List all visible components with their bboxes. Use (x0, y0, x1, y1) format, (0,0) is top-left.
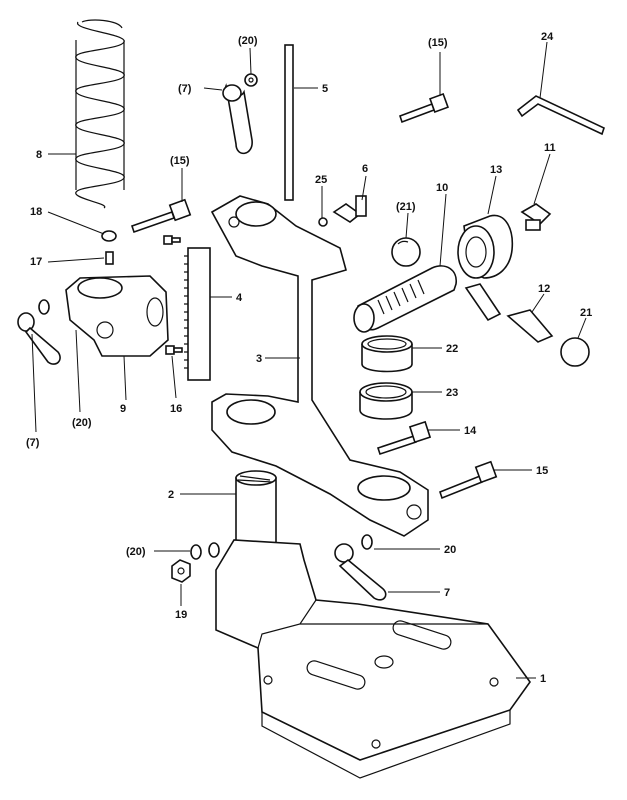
nut-part-18 (101, 230, 117, 242)
label-11: 11 (544, 142, 556, 154)
label-19: 19 (175, 609, 187, 621)
label-18: 18 (30, 206, 42, 218)
label-9: 9 (120, 403, 126, 415)
label-14: 14 (464, 425, 477, 437)
label-25: 25 (315, 174, 327, 186)
lever-part-7-right (334, 543, 387, 601)
spring-part-8 (75, 19, 125, 209)
clamp-collar-part-9 (65, 275, 169, 357)
ball-part-21-right (560, 337, 590, 367)
rod-part-5 (284, 44, 294, 201)
label-8: 8 (36, 149, 42, 161)
label-20-right: 20 (444, 544, 456, 556)
label-7-top: (7) (178, 83, 192, 95)
bushing-part-23 (359, 382, 413, 420)
label-21-right: 21 (580, 307, 592, 319)
label-20-left: (20) (72, 417, 92, 429)
lever-part-7-top (222, 83, 253, 155)
label-15-top: (15) (428, 37, 448, 49)
ball-part-21-top (391, 237, 421, 267)
bolt-part-15-mid (130, 198, 192, 234)
wing-screw-part-11 (520, 203, 552, 231)
label-10: 10 (436, 182, 448, 194)
washer-part-20-top (244, 73, 258, 87)
base-part-1 (215, 539, 531, 779)
bushing-part-22 (361, 335, 413, 373)
column-part-2 (235, 470, 277, 549)
label-17: 17 (30, 256, 42, 268)
label-15-mid: (15) (170, 155, 190, 167)
label-6: 6 (362, 163, 368, 175)
label-15-right: 15 (536, 465, 548, 477)
label-12: 12 (538, 283, 550, 295)
label-7-right: 7 (444, 587, 450, 599)
washer-part-20-base (190, 542, 220, 560)
screw-part-16-upper (163, 235, 181, 245)
label-21-top: (21) (396, 201, 416, 213)
label-20-top: (20) (238, 35, 258, 47)
label-20-base: (20) (126, 546, 146, 558)
pin-part-12 (464, 283, 554, 343)
label-2: 2 (168, 489, 174, 501)
arm-part-3 (210, 195, 429, 537)
label-23: 23 (446, 387, 458, 399)
wing-screw-part-6 (332, 195, 367, 223)
allen-key-part-24 (516, 95, 605, 136)
set-screw-part-17 (105, 251, 114, 265)
label-24: 24 (541, 31, 554, 43)
pinion-handle-part-10 (353, 265, 457, 333)
label-16: 16 (170, 403, 182, 415)
lever-part-7-left (17, 312, 61, 365)
label-13: 13 (490, 164, 502, 176)
washer-part-20-left (38, 299, 50, 315)
label-7-left: (7) (26, 437, 40, 449)
part-labels: (20) (7) 5 (15) 24 8 (15) 25 6 (21) 10 1… (26, 31, 592, 685)
rack-part-4 (184, 247, 211, 381)
bolt-part-14 (376, 420, 432, 456)
bolt-part-15-top (398, 93, 449, 124)
label-1: 1 (540, 673, 546, 685)
hub-part-13 (457, 214, 514, 279)
nut-part-25 (318, 217, 328, 227)
label-3: 3 (256, 353, 262, 365)
leader-lines (31, 41, 587, 679)
label-4: 4 (236, 292, 243, 304)
washer-part-20-right (361, 534, 373, 550)
bolt-part-15-right (439, 460, 498, 500)
label-22: 22 (446, 343, 458, 355)
screw-part-16-lower (165, 345, 183, 355)
nut-part-19 (171, 559, 191, 583)
label-5: 5 (322, 83, 328, 95)
